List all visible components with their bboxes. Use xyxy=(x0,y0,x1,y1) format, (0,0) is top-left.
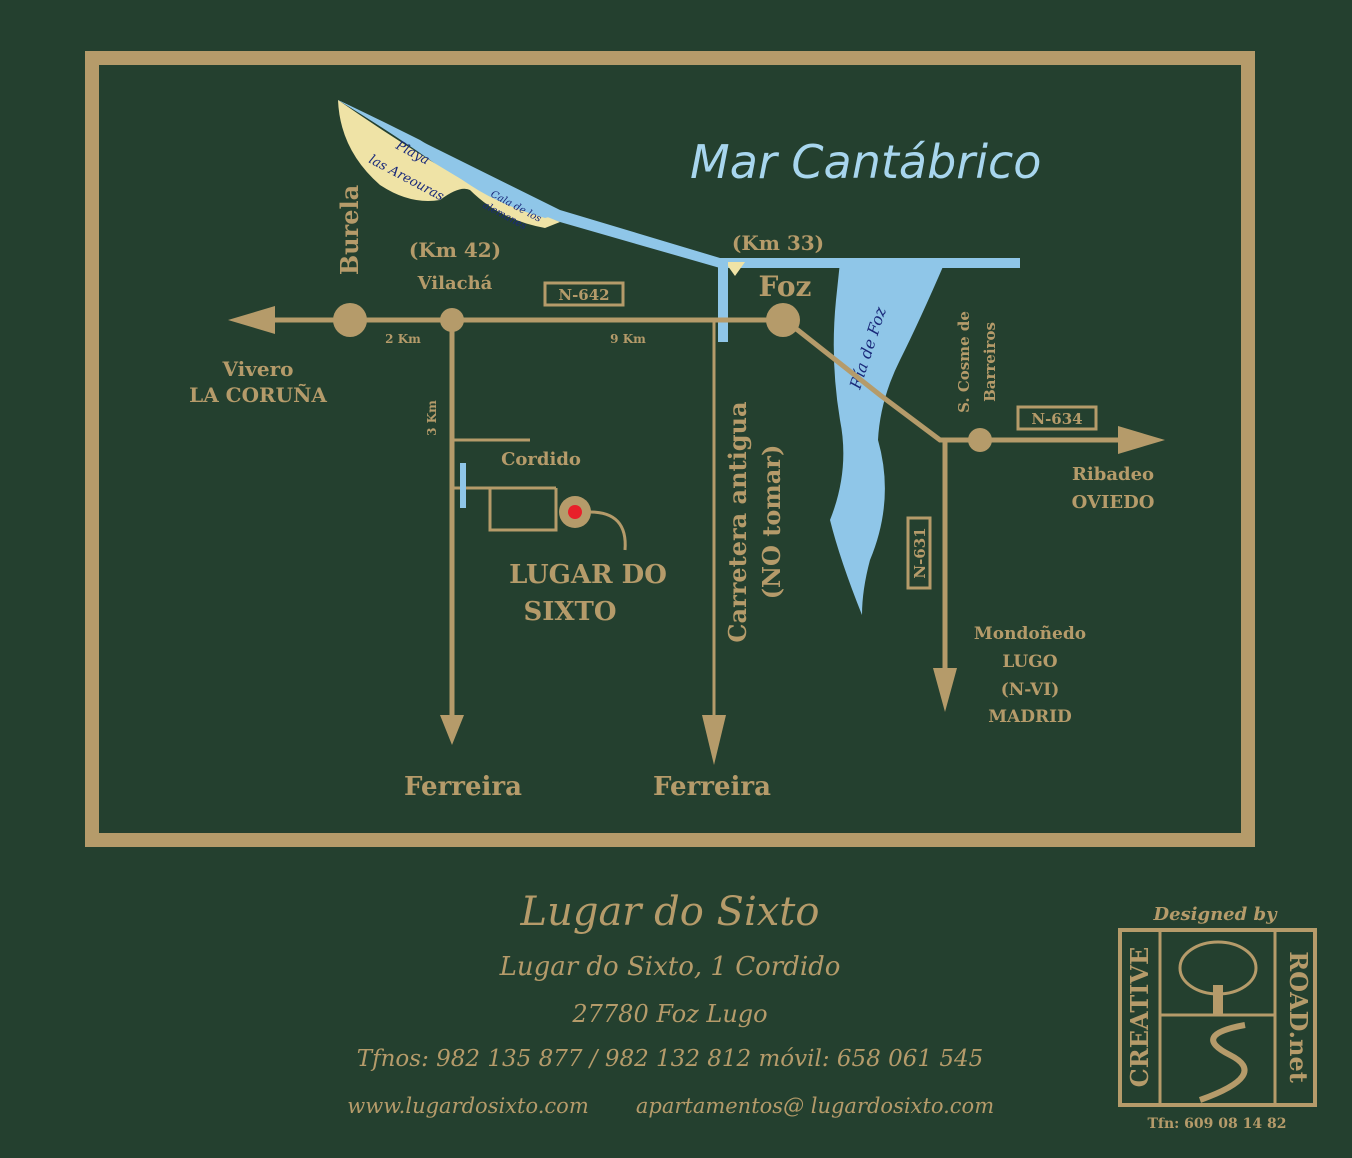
road-tag-n631: N-631 xyxy=(906,516,932,590)
road-tag-n634: N-634 xyxy=(1016,405,1098,431)
map-frame xyxy=(85,51,1255,847)
label-vilacha-km: (Km 42) xyxy=(409,238,501,262)
logo-word-creative: CREATIVE xyxy=(1125,947,1154,1088)
label-lugar-1: LUGAR DO xyxy=(509,560,667,590)
label-cordido: Cordido xyxy=(501,449,581,470)
label-carretera-1: Carretera antigua xyxy=(723,401,752,642)
ria-de-foz xyxy=(830,262,945,615)
business-name: Lugar do Sixto xyxy=(520,889,820,935)
winding-road-icon xyxy=(1198,1022,1248,1103)
tree-icon xyxy=(1178,940,1258,1015)
label-oviedo: OVIEDO xyxy=(1072,492,1155,513)
label-vivero: Vivero xyxy=(222,357,294,381)
designer-logo: Designed by CREATIVE ROAD.net Tfn: 609 0… xyxy=(1118,904,1317,1132)
node-burela xyxy=(333,303,367,337)
road-tag-n634-label: N-634 xyxy=(1031,410,1082,428)
node-vilacha xyxy=(440,308,464,332)
label-nvi: (N-VI) xyxy=(1001,680,1060,700)
label-mondonedo: Mondoñedo xyxy=(974,624,1086,644)
destination-marker xyxy=(568,505,582,519)
road-tag-n642: N-642 xyxy=(543,281,625,307)
label-cosme-1: S. Cosme de xyxy=(955,311,973,413)
phone-numbers: Tfnos: 982 135 877 / 982 132 812 móvil: … xyxy=(357,1046,983,1072)
road-tag-n631-label: N-631 xyxy=(911,527,929,578)
node-barreiros xyxy=(968,428,992,452)
label-foz: Foz xyxy=(759,270,812,303)
sea-title: Mar Cantábrico xyxy=(690,135,1041,189)
address-line-1: Lugar do Sixto, 1 Cordido xyxy=(499,952,841,982)
node-foz xyxy=(766,303,800,337)
label-ferreira-left: Ferreira xyxy=(404,772,522,802)
label-carretera-2: (NO tomar) xyxy=(757,445,786,600)
coastline xyxy=(338,100,1020,342)
designer-phone: Tfn: 609 08 14 82 xyxy=(1148,1116,1287,1132)
label-cosme-2: Barreiros xyxy=(981,322,999,402)
label-lugo: LUGO xyxy=(1002,652,1057,672)
roads xyxy=(228,306,1165,765)
website-link[interactable]: www.lugardosixto.com xyxy=(347,1094,588,1118)
label-madrid: MADRID xyxy=(988,707,1072,727)
email-link[interactable]: apartamentos@ lugardosixto.com xyxy=(636,1094,994,1118)
logo-word-road: ROAD.net xyxy=(1284,951,1313,1083)
label-vilacha: Vilachá xyxy=(417,273,493,294)
distance-vilacha-cordido: 3 Km xyxy=(425,400,439,436)
address-line-2: 27780 Foz Lugo xyxy=(571,1000,767,1028)
label-lugar-2: SIXTO xyxy=(523,597,616,627)
label-ribadeo: Ribadeo xyxy=(1072,464,1154,485)
designed-by-label: Designed by xyxy=(1152,904,1278,925)
distance-vilacha-foz: 9 Km xyxy=(610,332,646,346)
label-ferreira-right: Ferreira xyxy=(653,772,771,802)
label-burela: Burela xyxy=(335,185,364,275)
label-coruna: LA CORUÑA xyxy=(189,383,327,407)
distance-burela-vilacha: 2 Km xyxy=(385,332,421,346)
road-tag-n642-label: N-642 xyxy=(558,286,609,304)
label-foz-km: (Km 33) xyxy=(732,231,824,255)
